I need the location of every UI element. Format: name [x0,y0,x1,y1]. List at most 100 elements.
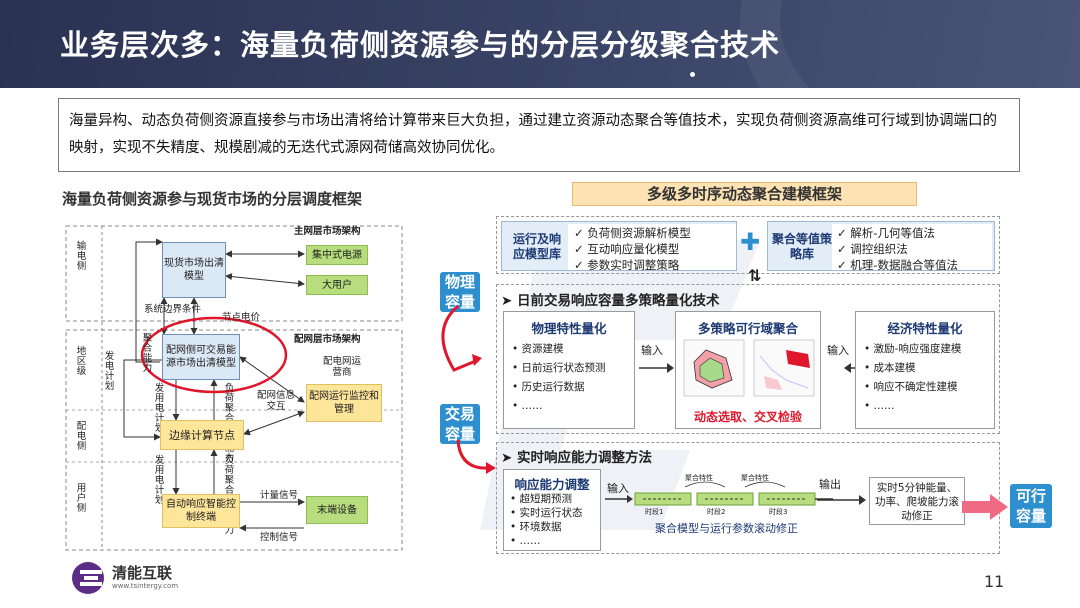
feasible-capacity-label: 可行容量 [1010,484,1052,528]
dist-grid-arch-label: 配网层市场架构 [294,334,361,345]
auto-terminal-box: 自动响应智能控制终端 [162,494,240,528]
phys-quant-list: • 资源建模 • 日前运行状态预测 • 历史运行数据 • …… [512,340,606,416]
econ-item-2: • 成本建模 [864,362,916,374]
equiv-library-title: 聚合等值策略库 [772,232,833,261]
model-library-title: 运行及响应模型库 [512,232,561,261]
input-arrow-1 [639,363,674,373]
title-bar [0,0,1080,88]
dist-monitor-box: 配网运行监控和管理 [306,384,382,422]
input-label-1: 输入 [641,344,663,357]
highlight-ellipse [140,316,288,394]
spot-market-box: 现货市场出清模型 [162,242,226,298]
plus-icon: ✚ [739,228,761,256]
left-section-title: 海量负荷侧资源参与现货市场的分层调度框架 [62,190,363,208]
phys-item-3: • 历史运行数据 [512,381,585,393]
phys-item-4: • …… [512,400,543,412]
resp-adjust-box: 响应能力调整 • 超短期预测 • 实时运行状态 • 环境数据 • …… [503,469,601,551]
period-label-2: 时段2 [707,508,726,516]
dayahead-title: ➤ 日前交易响应容量多策略量化技术 [501,293,720,309]
logo-url: www.tsintergy.com [112,582,179,590]
period-label-3: 时段3 [769,508,788,516]
framework-lines [65,225,403,551]
band-transmission-label: 输电侧 [76,241,87,272]
library-row: 运行及响应模型库 ✓ 负荷侧资源解析模型 ✓ 互动响应量化模型 ✓ 参数实时调整… [496,216,1000,274]
logo-mark-icon [72,562,104,594]
company-logo [70,560,110,596]
econ-quant-title: 经济特性量化 [887,321,963,336]
edge-node-box: 边缘计算节点 [160,420,244,450]
realtime-result-box: 实时5分钟能量、功率、爬坡能力滚动修正 [869,477,965,525]
model-lib-item-2: ✓ 互动响应量化模型 [574,242,680,256]
econ-quant-box: 经济特性量化 • 激励-响应强度建模 • 成本建模 • 响应不确定性建模 • …… [855,311,995,429]
page-number: 11 [984,572,1005,591]
trading-capacity-label: 交易容量 [440,404,480,444]
output-arrow [817,495,866,505]
phys-item-1: • 资源建模 [512,343,564,355]
equiv-lib-item-3: ✓ 机理-数据融合等值法 [837,258,958,272]
equiv-library-list: ✓ 解析-几何等值法 ✓ 调控组织法 ✓ 机理-数据融合等值法 [832,224,992,272]
rolling-correction-chain [605,481,833,506]
physical-capacity-label: 物理容量 [440,272,480,312]
band-region-label: 地区级 [76,346,87,377]
rt-input-label: 输入 [607,482,629,495]
resp-item-2: • 实时运行状态 [510,507,583,519]
logo-name: 清能互联 [112,564,173,582]
model-lib-item-1: ✓ 负荷侧资源解析模型 [574,226,691,240]
equiv-library-box: 聚合等值策略库 ✓ 解析-几何等值法 ✓ 调控组织法 ✓ 机理-数据融合等值法 [767,221,995,272]
model-lib-item-3: ✓ 参数实时调整策略 [574,258,680,272]
realtime-title: ➤ 实时响应能力调整方法 [501,450,653,466]
control-signal-label: 控制信号 [260,532,299,543]
intro-text: 海量异构、动态负荷侧资源直接参与市场出清将给计算带来巨大负担，通过建立资源动态聚… [69,113,997,156]
resp-item-1: • 超短期预测 [510,493,573,505]
dist-info-label: 配网信息交互 [256,390,295,412]
phys-item-2: • 日前运行状态预测 [512,362,606,374]
rolling-caption: 聚合模型与运行参数滚动修正 [655,522,798,535]
resp-adjust-list: • 超短期预测 • 实时运行状态 • 环境数据 • …… [510,492,583,548]
resp-item-3: • 环境数据 [510,521,562,533]
stage-label-1: 聚合特性 [685,474,713,482]
equiv-lib-item-1: ✓ 解析-几何等值法 [837,226,935,240]
phys-quant-title: 物理特性量化 [531,321,607,336]
page-title: 业务层次多：海量负荷侧资源参与的分层分级聚合技术 [60,28,781,62]
band-distribution-label: 配电侧 [76,421,87,452]
econ-item-3: • 响应不确定性建模 [864,381,958,393]
period-label-1: 时段1 [645,508,664,516]
layered-framework-diagram: 输电侧 地区级 配电侧 用户侧 发电计划 主网层市场架构 现货市场出清模型 集中… [64,212,404,554]
resp-item-4: • …… [510,535,541,547]
multi-strategy-caption: 动态选取、交叉检验 [693,410,802,424]
feasible-region-plots [683,339,815,397]
rt-output-label: 输出 [819,478,841,491]
econ-quant-list: • 激励-响应强度建模 • 成本建模 • 响应不确定性建模 • …… [864,340,961,416]
dist-trade-box: 配网侧可交易能源市场出清模型 [162,334,240,380]
phys-quant-box: 物理特性量化 • 资源建模 • 日前运行状态预测 • 历史运行数据 • …… [503,311,635,429]
model-library-list: ✓ 负荷侧资源解析模型 ✓ 互动响应量化模型 ✓ 参数实时调整策略 [568,224,736,272]
equiv-lib-item-2: ✓ 调控组织法 [837,242,908,256]
elec-plan-label-2: 发用电计划 [154,455,165,506]
central-power-box: 集中式电源 [306,245,368,265]
econ-item-4: • …… [864,400,895,412]
feasible-output-arrow [962,494,1008,520]
elec-plan-label: 发用电计划 [154,383,165,434]
stage-label-2: 聚合特性 [741,474,769,482]
input-label-2: 输入 [827,344,849,357]
end-device-box: 末端设备 [306,496,368,524]
dist-operator-label: 配电网运营商 [322,356,361,378]
resp-adjust-title: 响应能力调整 [514,477,590,492]
updown-arrows-icon: ⇅ [748,266,762,285]
econ-item-1: • 激励-响应强度建模 [864,343,962,355]
dayahead-panel: ➤ 日前交易响应容量多策略量化技术 物理特性量化 • 资源建模 • 日前运行状态… [496,284,1000,434]
main-grid-arch-label: 主网层市场架构 [294,226,361,237]
resp-capacity-label: 聚合能力 [142,333,153,374]
node-price-label: 节点电价 [222,312,261,323]
multi-strategy-title: 多策略可行域聚合 [697,321,798,336]
metering-signal-label: 计量信号 [260,490,299,501]
intro-box: 海量异构、动态负荷侧资源直接参与市场出清将给计算带来巨大负担，通过建立资源动态聚… [58,98,1020,172]
large-user-box: 大用户 [306,275,368,295]
gen-plan-label: 发电计划 [104,351,115,392]
multi-strategy-box: 多策略可行域聚合 动态选取、交叉检验 [675,311,821,429]
model-library-box: 运行及响应模型库 ✓ 负荷侧资源解析模型 ✓ 互动响应量化模型 ✓ 参数实时调整… [501,221,737,272]
right-section-title: 多级多时序动态聚合建模框架 [572,182,917,206]
capacity-flow-arrows [441,304,496,474]
header-decoration [740,0,1080,88]
realtime-panel: ➤ 实时响应能力调整方法 响应能力调整 • 超短期预测 • 实时运行状态 • 环… [496,442,1000,554]
